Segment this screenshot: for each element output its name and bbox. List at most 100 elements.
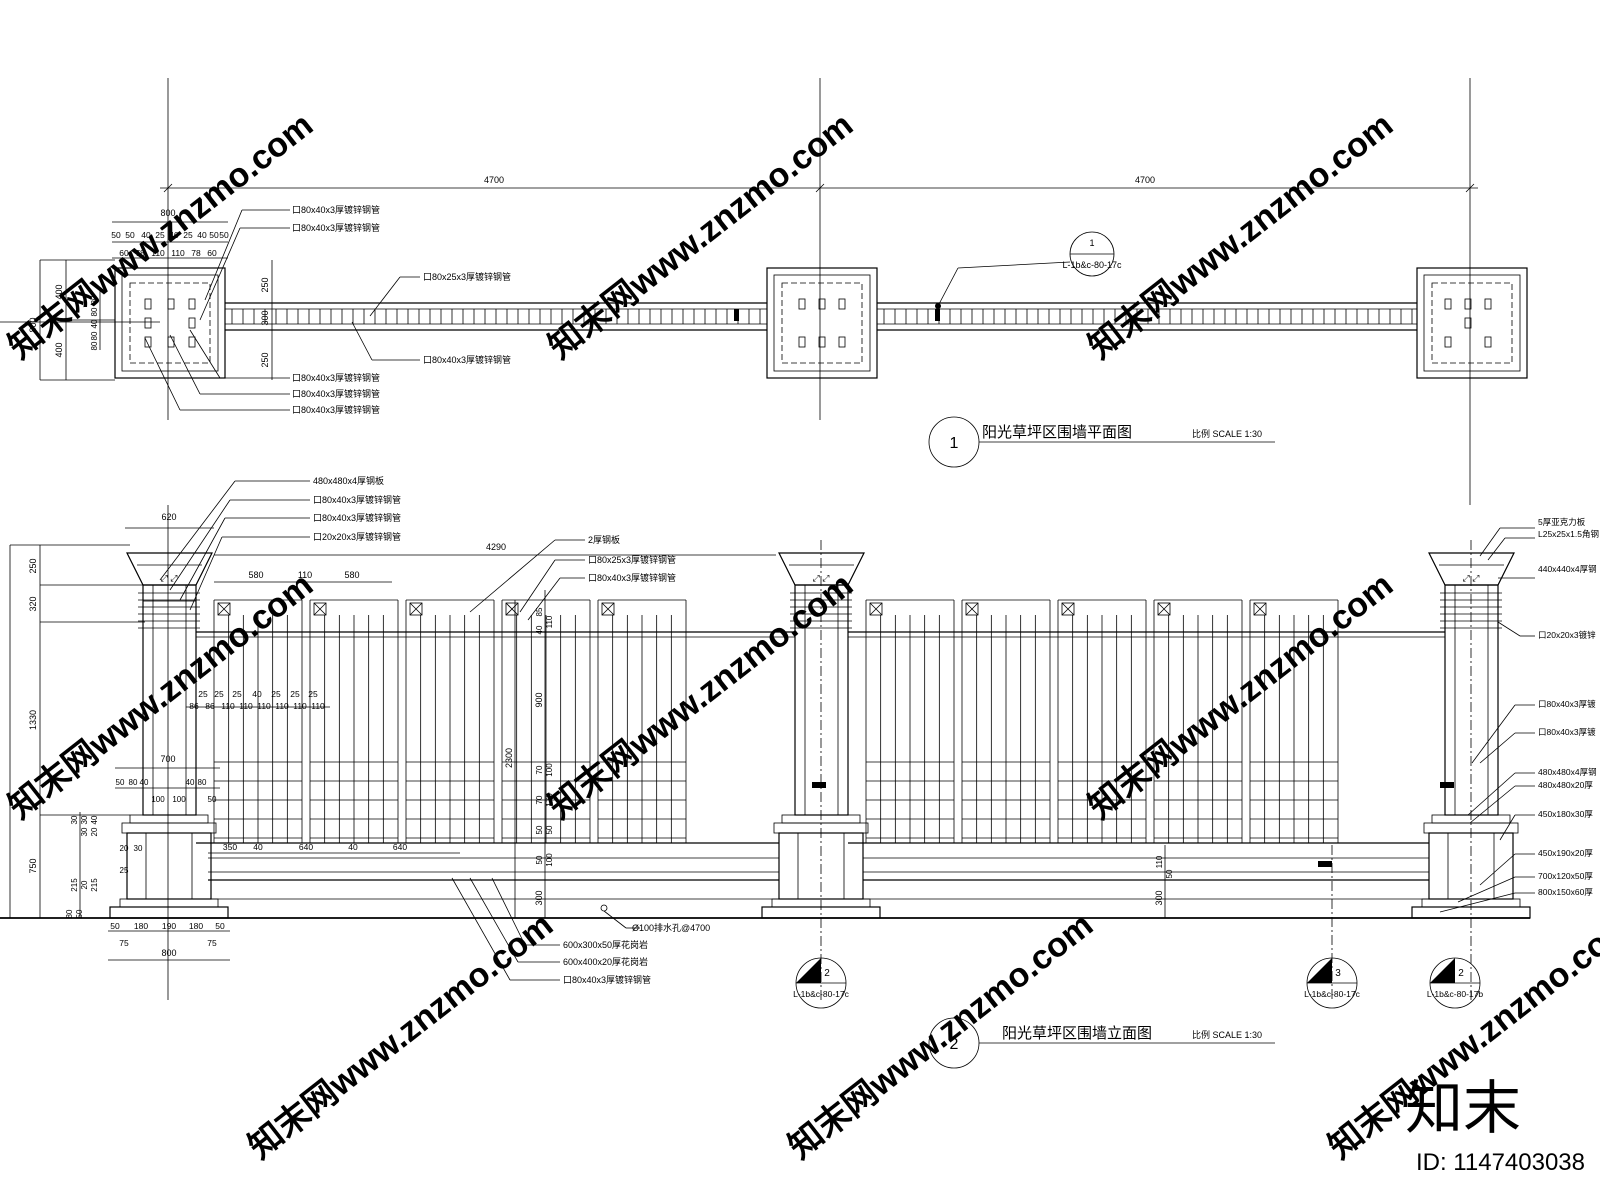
dim-plan-wall: 250 [260,277,270,292]
brand-block: 知末 ID: 1147403038 [1405,1076,1585,1176]
elev-left-dims: 250 320 1330 750 30 30 40 30 20 215 20 2… [9,544,145,918]
dim-plan-small: 40 [90,319,99,328]
dim-rail: 640 [299,842,313,852]
dim-cap-width: 620 [161,512,176,522]
elev-label: 口80x40x3厚镀锌钢管 [313,512,401,523]
dim-stack: 50 [535,855,544,864]
dim-bar-top: 25 [232,689,242,699]
dim-base-v: 20 [80,880,89,889]
detail-callout: 1 L-1b&c-80-17c [935,231,1122,309]
dim-plan-small: 80 [90,341,99,350]
elevation-title-block: 2 阳光草坪区围墙立面图 比例 SCALE 1:30 [928,1017,1275,1069]
dim-pb: 50 [125,230,135,240]
dim-pb: 25 [183,230,193,240]
dim-base-v: 50 [75,909,84,918]
plan-label: 口80x40x3厚镀锌钢管 [292,204,380,215]
plan-scale: 比例 SCALE 1:30 [1192,428,1262,439]
dim-top-panel: 580 [248,570,263,580]
dim-bar-top: 25 [271,689,281,699]
elev-base-dims: 50 180 190 180 50 75 75 800 [108,921,230,961]
plan-title: 阳光草坪区围墙平面图 [982,424,1132,441]
dim-pb: 40 [141,230,151,240]
plan-wall-strip [225,302,1417,331]
dim-mid-v: 2300 [504,748,514,768]
fence-left [196,599,795,900]
dim-base-side: 75 [207,938,217,948]
dim-base-bottom: 190 [162,921,176,931]
elev-bottom-labels: 600x300x50厚花岗岩 600x400x20厚花岗岩 口80x40x3厚镀… [451,877,710,985]
dim-base-v: 20 [90,827,99,836]
dim-base-bottom: 50 [215,921,225,931]
watermark: 知末网www.znzmo.com [242,906,561,1167]
section-marker-ref: L-1b&c-80-17c [1304,989,1361,999]
dim-plan-v-top: 400 [54,284,64,299]
svg-text:⤢ ⤢: ⤢ ⤢ [1462,573,1480,583]
dim-base-v: 80 [65,909,74,918]
dim-plan-small: 80 [90,331,99,340]
elev-bar-dims: 25 25 25 40 25 25 25 86 86 110 110 110 1… [186,689,330,711]
dim-bar: 110 [221,701,235,711]
svg-text:⤢ ⤢: ⤢ ⤢ [160,573,178,583]
plan-number: 1 [950,435,959,452]
watermark: 知末网www.znzmo.com [1082,106,1401,367]
plan-pillar-dims: 800 50 50 40 25 40 25 40 50 50 60 78 110… [111,208,229,259]
dim-span-left: 4700 [484,175,504,185]
dim-stack: 50 [535,825,544,834]
elev-label: 口20x20x3镀锌 [1538,630,1596,640]
elev-label: 口80x40x3厚镀 [1538,727,1596,737]
plan-title-block: 1 阳光草坪区围墙平面图 比例 SCALE 1:30 [928,416,1275,468]
elevation-title: 阳光草坪区围墙立面图 [1002,1025,1152,1042]
dim-rail: 640 [393,842,407,852]
dim-pillar-width: 800 [160,208,175,218]
dim-pb2: 110 [151,248,165,258]
plan-label: 口80x40x3厚镀锌钢管 [292,372,380,383]
dim-bar-top: 25 [214,689,224,699]
elev-label: 口80x40x3厚镀锌钢管 [313,494,401,505]
dim-base-v: 215 [70,878,79,892]
dim-elev-v: 250 [28,558,38,573]
dim-pillar-mid-width: 700 [160,754,175,764]
dim-base-bottom: 180 [189,921,203,931]
dim-stack: 70 [535,765,544,774]
elev-label: 480x480x4厚钢 [1538,767,1597,777]
plan-leaders: 口80x40x3厚镀锌钢管 口80x40x3厚镀锌钢管 口80x25x3厚镀锌钢… [144,204,511,415]
plan-label: 口80x40x3厚镀锌钢管 [292,388,380,399]
dim-bar: 110 [293,701,307,711]
dim-pmb: 40 [186,778,195,787]
dim-plan-small: 80 [90,307,99,316]
dim-base-v: 30 [70,815,79,824]
dim-mid-v: 40 [535,625,544,634]
elev-label: 2厚钢板 [588,534,620,545]
dim-pmb: 80 [129,778,138,787]
dim-base-v: 20 [120,844,129,853]
dim-base-bottom: 50 [110,921,120,931]
dim-pb2: 78 [135,248,145,258]
elev-right-labels: 5厚亚克力板 L25x25x1.5角钢 440x440x4厚钢 口20x20x3… [1439,517,1599,913]
dim-lower: 300 [1154,890,1164,905]
dim-elev-v: 750 [28,858,38,873]
plan-pillar-middle [766,267,878,379]
dim-pb: 40 [169,230,179,240]
elev-pillar-left: ⤢ ⤢ [109,552,229,919]
dim-pmb: 100 [172,795,186,804]
dim-bar-top: 40 [252,689,262,699]
dim-plan-v-bottom: 400 [54,342,64,357]
elev-label: 450x180x30厚 [1538,809,1593,819]
elev-label: L25x25x1.5角钢 [1538,529,1599,539]
watermark: 知末网www.znzmo.com [542,106,861,367]
dim-bar-top: 25 [290,689,300,699]
dim-pb: 50 [219,230,229,240]
plan-label-bottom-rail: 口80x40x3厚镀锌钢管 [423,354,511,365]
elev-left-labels: 480x480x4厚钢板 口80x40x3厚镀锌钢管 口80x40x3厚镀锌钢管… [159,475,401,611]
section-marker-ref: L-1b&c-80-17b [1427,989,1484,999]
plan-label: 口80x40x3厚镀锌钢管 [292,222,380,233]
svg-text:⤢ ⤢: ⤢ ⤢ [812,573,830,583]
dim-pb: 50 [209,230,219,240]
dim-pmb: 80 [198,778,207,787]
elev-mid-dims: 2300 900 40 85 110 70 100 70 175 50 50 5… [504,590,1174,918]
elev-label: 450x190x20厚 [1538,848,1593,858]
plan-label: 口80x40x3厚镀锌钢管 [292,404,380,415]
elev-label: 440x440x4厚钢 [1538,564,1597,574]
dim-stack: 175 [545,793,554,807]
dim-stack: 100 [545,763,554,777]
